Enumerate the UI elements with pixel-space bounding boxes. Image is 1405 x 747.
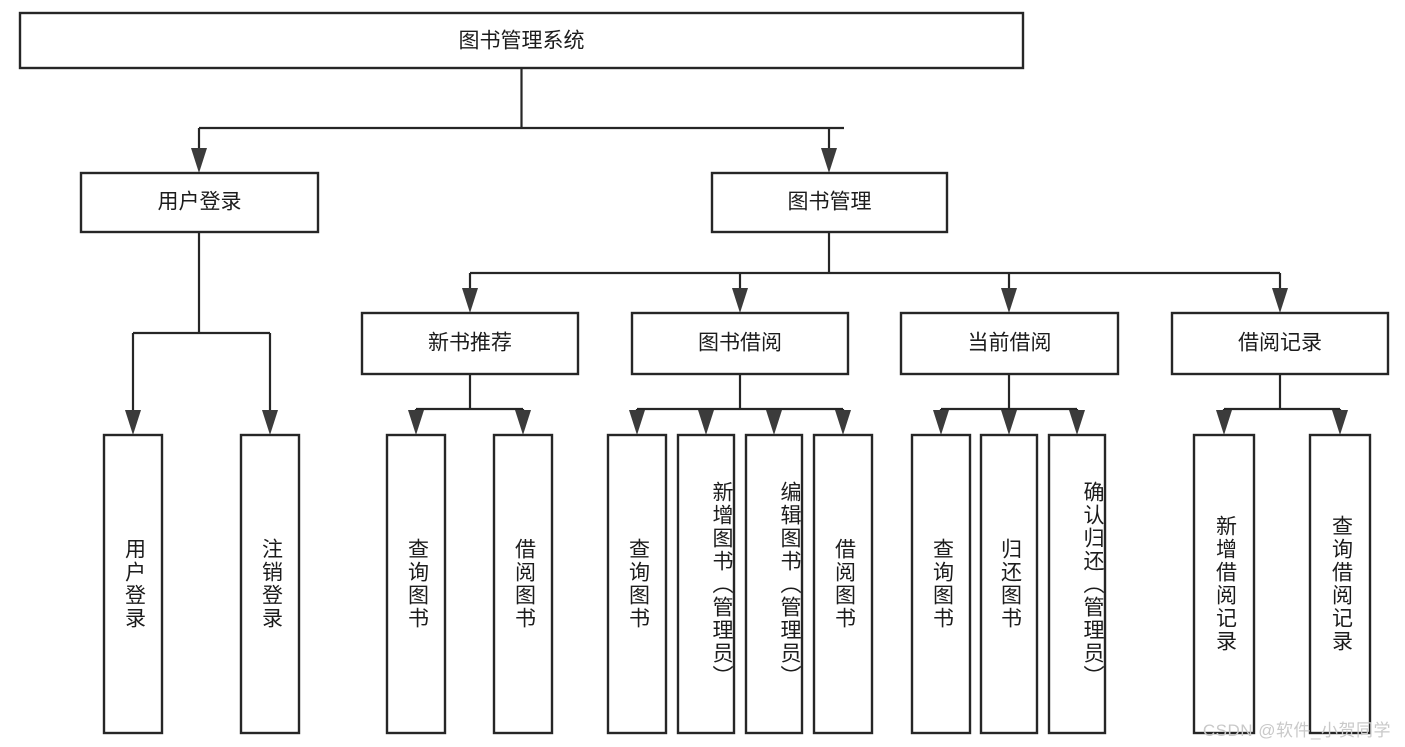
node-borrow-records-box[interactable] (1170, 311, 1390, 376)
arrowhead-bookmgmt-to-new-books (462, 288, 478, 313)
arrowhead-records-to-leaf-2 (1332, 410, 1348, 435)
connector-group-book-management (462, 232, 1288, 313)
arrowhead-current-to-leaf-2 (1001, 410, 1017, 435)
arrowhead-records-to-leaf-1 (1216, 410, 1232, 435)
csdn-watermark: CSDN @软件_小贺同学 (1202, 721, 1391, 740)
leaf-box-query-books-newbooks[interactable] (385, 433, 447, 735)
arrowhead-bookmgmt-to-current (1001, 288, 1017, 313)
connector-group-current-borrow (933, 374, 1085, 435)
node-new-book-recommend-box[interactable] (360, 311, 580, 376)
arrowhead-borrow-to-leaf-1 (629, 410, 645, 435)
node-book-management[interactable]: 图书管理 (710, 171, 949, 234)
arrowhead-newbooks-to-leaf-2 (515, 410, 531, 435)
leaf-box-add-book-admin[interactable] (676, 433, 736, 735)
leaf-box-query-books-borrow[interactable] (606, 433, 668, 735)
arrowhead-borrow-to-leaf-2 (698, 410, 714, 435)
leaf-box-query-books-current[interactable] (910, 433, 972, 735)
node-book-management-box[interactable] (710, 171, 949, 234)
node-current-borrow-label: 当前借阅 (968, 332, 1052, 355)
node-current-borrow-box[interactable] (899, 311, 1120, 376)
leaf-boxes (102, 433, 1372, 735)
leaf-box-borrow-books-newbooks[interactable] (492, 433, 554, 735)
leaf-box-user-login[interactable] (102, 433, 164, 735)
arrowhead-userlogin-to-leaf-2 (262, 410, 278, 435)
leaf-box-logout[interactable] (239, 433, 301, 735)
node-user-login-label: 用户登录 (158, 191, 242, 214)
connector-group-root (191, 68, 844, 173)
node-current-borrow[interactable]: 当前借阅 (899, 311, 1120, 376)
node-root[interactable]: 图书管理系统 (18, 11, 1025, 70)
arrowhead-root-to-user-login (191, 148, 207, 173)
leaf-box-add-borrow-record[interactable] (1192, 433, 1256, 735)
node-book-borrow[interactable]: 图书借阅 (630, 311, 850, 376)
connector-group-borrow-records (1216, 374, 1348, 435)
node-root-label: 图书管理系统 (459, 30, 585, 53)
connector-group-borrow-books (629, 374, 851, 435)
node-book-borrow-label: 图书借阅 (698, 332, 782, 355)
leaf-box-return-books[interactable] (979, 433, 1039, 735)
leaf-box-query-borrow-record[interactable] (1308, 433, 1372, 735)
arrowhead-borrow-to-leaf-4 (835, 410, 851, 435)
arrowhead-current-to-leaf-3 (1069, 410, 1085, 435)
node-new-book-recommend[interactable]: 新书推荐 (360, 311, 580, 376)
node-borrow-records[interactable]: 借阅记录 (1170, 311, 1390, 376)
leaf-box-edit-book-admin[interactable] (744, 433, 804, 735)
node-borrow-records-label: 借阅记录 (1238, 332, 1322, 355)
arrowhead-bookmgmt-to-borrow (732, 288, 748, 313)
node-new-book-recommend-label: 新书推荐 (428, 332, 512, 355)
connector-group-user-login (125, 232, 278, 435)
leaf-box-borrow-books[interactable] (812, 433, 874, 735)
node-user-login-box[interactable] (79, 171, 320, 234)
arrowhead-newbooks-to-leaf-1 (408, 410, 424, 435)
leaf-box-confirm-return-admin[interactable] (1047, 433, 1107, 735)
arrowhead-root-to-book-mgmt (821, 148, 837, 173)
arrowhead-borrow-to-leaf-3 (766, 410, 782, 435)
arrowhead-userlogin-to-leaf-1 (125, 410, 141, 435)
node-book-borrow-box[interactable] (630, 311, 850, 376)
node-root-box[interactable] (18, 11, 1025, 70)
node-book-management-label: 图书管理 (788, 191, 872, 214)
arrowhead-bookmgmt-to-records (1272, 288, 1288, 313)
node-user-login[interactable]: 用户登录 (79, 171, 320, 234)
connector-group-new-books (408, 374, 531, 435)
arrowhead-current-to-leaf-1 (933, 410, 949, 435)
